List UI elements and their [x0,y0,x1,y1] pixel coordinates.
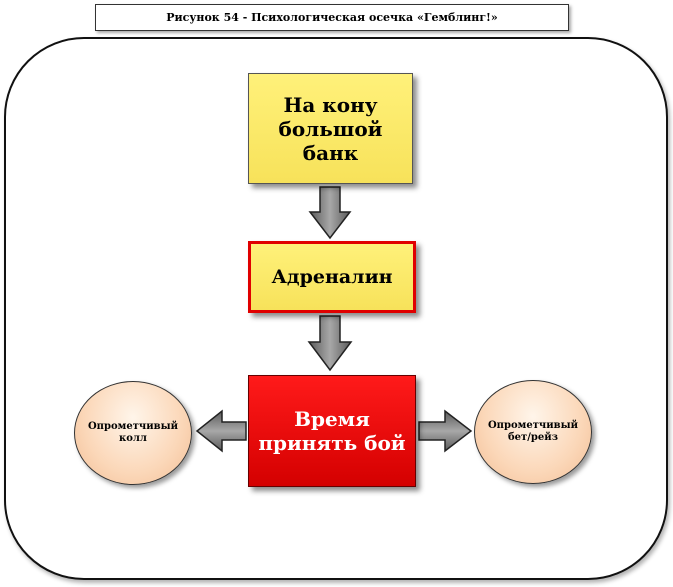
arrow-left [195,409,247,453]
node-adrenaline: Адреналин [248,241,416,313]
arrow-down-1 [308,186,352,240]
figure-caption: Рисунок 54 - Психологическая осечка «Гем… [95,4,569,31]
node-rash-call: Опрометчивый колл [74,381,192,485]
arrow-right [418,409,473,453]
arrow-down-2 [307,315,353,372]
node-big-pot: На кону большой банк [248,73,413,184]
node-rash-bet-raise: Опрометчивый бет/рейз [474,380,592,484]
node-time-to-fight: Время принять бой [248,375,416,487]
